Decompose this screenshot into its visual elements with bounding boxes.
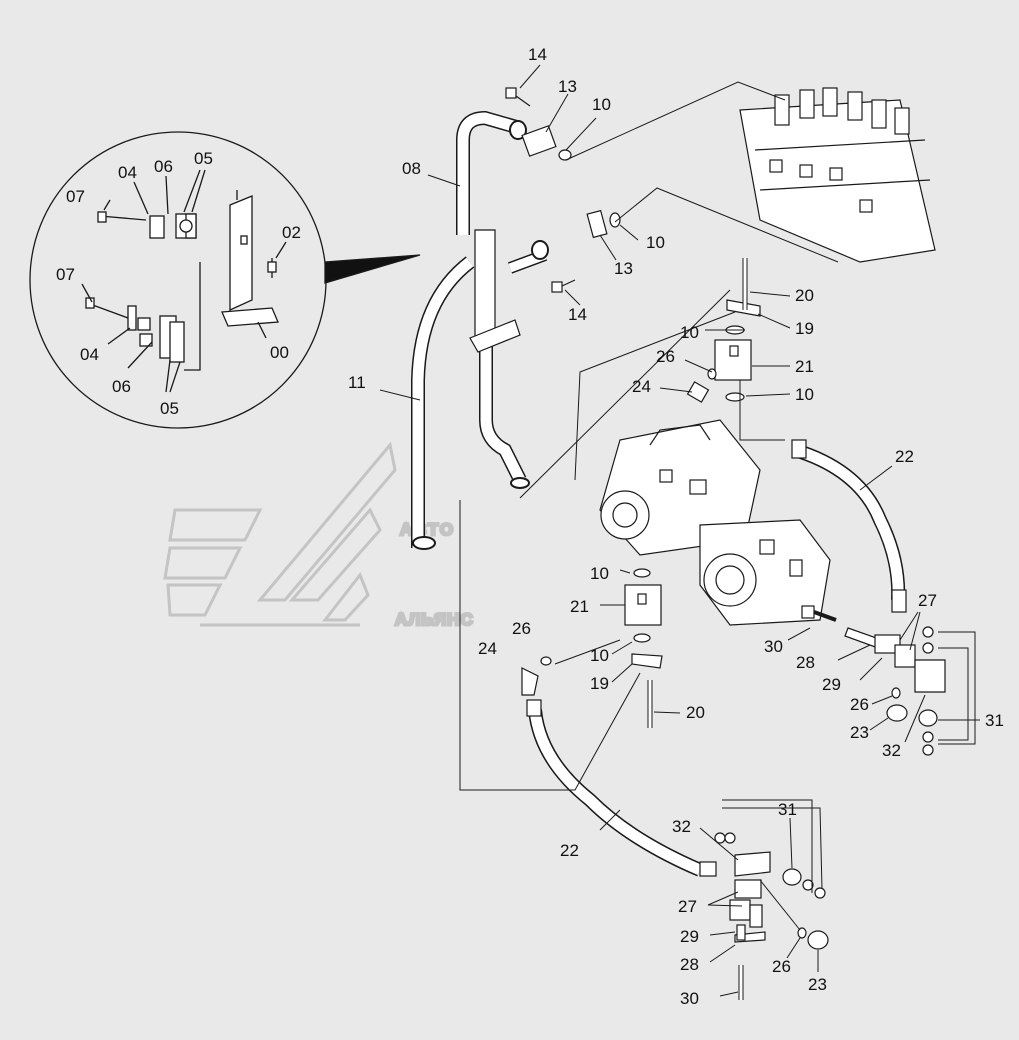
callout: 20 — [795, 286, 814, 305]
callout: 32 — [882, 741, 901, 760]
callout: 28 — [680, 955, 699, 974]
callout: 04 — [118, 163, 137, 182]
callout: 24 — [478, 639, 497, 658]
callout: 06 — [154, 157, 173, 176]
callout: 10 — [680, 323, 699, 342]
callout: 13 — [558, 77, 577, 96]
callout: 14 — [528, 45, 547, 64]
callout: 26 — [656, 347, 675, 366]
pipes — [411, 110, 907, 877]
pump-assembly — [599, 419, 831, 626]
clamp-halves-part — [127, 213, 197, 363]
callout: 10 — [590, 564, 609, 583]
callout: 22 — [560, 841, 579, 860]
callout: 26 — [850, 695, 869, 714]
callout: 23 — [808, 975, 827, 994]
callout: 23 — [850, 723, 869, 742]
stand-bracket-part — [221, 190, 279, 327]
callout: 30 — [680, 989, 699, 1008]
callout: 11 — [348, 373, 366, 392]
block-21-lower — [624, 584, 662, 626]
callout: 14 — [568, 305, 587, 324]
callout: 06 — [112, 377, 131, 396]
callout: 07 — [66, 187, 85, 206]
watermark-line1: АВТО — [400, 520, 455, 539]
callout: 19 — [795, 319, 814, 338]
callout: 13 — [614, 259, 633, 278]
callout: 10 — [590, 646, 609, 665]
callout: 04 — [80, 345, 99, 364]
control-valve-assembly — [739, 87, 936, 263]
watermark-emblem — [163, 441, 397, 627]
callout: 02 — [282, 223, 301, 242]
callout: 05 — [194, 149, 213, 168]
leader-lines — [379, 64, 980, 997]
detail-callout-labels: 07 04 06 05 02 07 04 06 05 00 — [56, 149, 301, 418]
watermark-line2: АЛЬЯНС — [395, 610, 474, 629]
small-parts — [469, 87, 946, 1000]
callout: 30 — [764, 637, 783, 656]
callout: 27 — [678, 897, 697, 916]
bolt-parts — [85, 211, 277, 319]
callout: 08 — [402, 159, 421, 178]
callout: 26 — [772, 957, 791, 976]
callout: 31 — [985, 711, 1004, 730]
callout: 29 — [822, 675, 841, 694]
callout: 19 — [590, 674, 609, 693]
callout: 10 — [795, 385, 814, 404]
callout: 10 — [592, 95, 611, 114]
callout: 24 — [632, 377, 651, 396]
callout: 31 — [778, 800, 797, 819]
detail-inset — [29, 131, 421, 429]
callout: 26 — [512, 619, 531, 638]
pipe-11 — [411, 256, 475, 548]
callout: 22 — [895, 447, 914, 466]
callout: 21 — [570, 597, 589, 616]
callout: 05 — [160, 399, 179, 418]
callout: 29 — [680, 927, 699, 946]
callout: 27 — [918, 591, 937, 610]
callout: 00 — [270, 343, 289, 362]
callout: 10 — [646, 233, 665, 252]
detail-pointer-arrow — [324, 254, 421, 284]
callout: 20 — [686, 703, 705, 722]
callout-labels: 14 13 10 08 10 13 14 20 19 10 26 21 24 1… — [348, 45, 1004, 1008]
callout: 07 — [56, 265, 75, 284]
callout: 32 — [672, 817, 691, 836]
callout: 28 — [796, 653, 815, 672]
callout: 21 — [795, 357, 814, 376]
